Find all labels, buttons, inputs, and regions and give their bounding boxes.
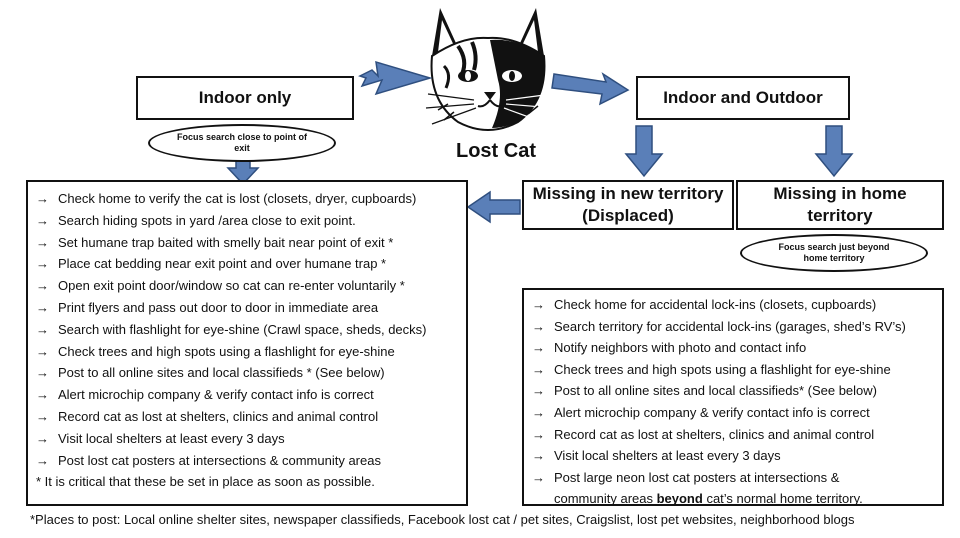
arrow-bullet-icon: → <box>36 234 49 250</box>
arrow-to-indoor-outdoor-icon <box>551 72 630 106</box>
list-item: →Record cat as lost at shelters, clinics… <box>532 424 934 446</box>
missing-home-box: Missing in home territory <box>736 180 944 230</box>
left-checklist: →Check home to verify the cat is lost (c… <box>28 182 466 493</box>
arrow-bullet-icon: → <box>532 426 545 442</box>
list-item: →Notify neighbors with photo and contact… <box>532 337 934 359</box>
arrow-bullet-icon: → <box>36 212 49 228</box>
list-item: →Search hiding spots in yard /area close… <box>36 210 458 232</box>
list-item: →Search territory for accidental lock-in… <box>532 316 934 338</box>
missing-home-label: Missing in home territory <box>773 184 907 225</box>
list-item: →Print flyers and pass out door to door … <box>36 297 458 319</box>
focus-exit-ellipse: Focus search close to point of exit <box>148 124 336 162</box>
list-item: →Post lost cat posters at intersections … <box>36 450 458 472</box>
list-item: →Post large neon lost cat posters at int… <box>532 467 934 489</box>
indoor-outdoor-box: Indoor and Outdoor <box>636 76 850 120</box>
arrow-bullet-icon: → <box>532 383 545 399</box>
arrow-left-to-list-icon <box>466 190 521 224</box>
missing-new-label: Missing in new territory (Displaced) <box>532 184 724 225</box>
arrow-bullet-icon: → <box>36 299 49 315</box>
arrow-bullet-icon: → <box>36 278 49 294</box>
focus-exit-label: Focus search close to point of exit <box>176 132 308 153</box>
arrow-bullet-icon: → <box>532 469 545 485</box>
arrow-bullet-icon: → <box>36 321 49 337</box>
arrow-bullet-icon: → <box>36 365 49 381</box>
list-item: →Check trees and high spots using a flas… <box>532 359 934 381</box>
arrow-bullet-icon: → <box>36 408 49 424</box>
arrow-down-new-icon <box>624 125 664 178</box>
list-item: →Check trees and high spots using a flas… <box>36 341 458 363</box>
focus-home-ellipse: Focus search just beyond home territory <box>740 234 928 272</box>
list-item: →Visit local shelters at least every 3 d… <box>36 428 458 450</box>
list-item: →Record cat as lost at shelters, clinics… <box>36 406 458 428</box>
list-item: →Check home for accidental lock-ins (clo… <box>532 294 934 316</box>
list-item-continuation: community areas beyond cat’s normal home… <box>554 491 863 507</box>
arrow-bullet-icon: → <box>36 191 49 206</box>
list-item: →Alert microchip company & verify contac… <box>36 384 458 406</box>
missing-new-box: Missing in new territory (Displaced) <box>522 180 734 230</box>
arrow-bullet-icon: → <box>36 452 49 468</box>
right-checklist: →Check home for accidental lock-ins (clo… <box>524 290 942 510</box>
arrow-bullet-icon: → <box>532 318 545 334</box>
list-item: →Post to all online sites and local clas… <box>532 380 934 402</box>
list-item: →Place cat bedding near exit point and o… <box>36 253 458 275</box>
arrow-bullet-icon: → <box>532 404 545 420</box>
arrow-bullet-icon: → <box>532 340 545 356</box>
list-item: →Check home to verify the cat is lost (c… <box>36 188 458 210</box>
cat-face-icon <box>418 0 558 140</box>
arrow-bullet-icon: → <box>36 343 49 359</box>
arrow-bullet-icon: → <box>532 361 545 377</box>
indoor-only-label: Indoor only <box>198 88 292 107</box>
arrow-bullet-icon: → <box>36 256 49 272</box>
arrow-bullet-icon: → <box>532 297 545 312</box>
list-item: →Visit local shelters at least every 3 d… <box>532 445 934 467</box>
emphasis-beyond: beyond <box>656 491 703 507</box>
left-list-note: * It is critical that these be set in pl… <box>36 474 375 490</box>
list-item: →Set humane trap baited with smelly bait… <box>36 232 458 254</box>
places-to-post-footnote: *Places to post: Local online shelter si… <box>30 512 855 527</box>
indoor-outdoor-label: Indoor and Outdoor <box>663 88 823 107</box>
focus-home-label: Focus search just beyond home territory <box>778 242 890 263</box>
list-item: →Alert microchip company & verify contac… <box>532 402 934 424</box>
arrow-bullet-icon: → <box>36 387 49 403</box>
list-item: →Post to all online sites and local clas… <box>36 362 458 384</box>
arrow-down-home-icon <box>814 125 854 178</box>
arrow-bullet-icon: → <box>36 430 49 446</box>
left-checklist-box: →Check home to verify the cat is lost (c… <box>26 180 468 506</box>
center-label: Lost Cat <box>456 140 536 162</box>
indoor-only-box: Indoor only <box>136 76 354 120</box>
right-checklist-box: →Check home for accidental lock-ins (clo… <box>522 288 944 506</box>
arrow-to-indoor-only-icon <box>358 60 433 96</box>
list-item: →Open exit point door/window so cat can … <box>36 275 458 297</box>
list-item: →Search with flashlight for eye-shine (C… <box>36 319 458 341</box>
cat-face-illustration <box>418 0 558 140</box>
arrow-bullet-icon: → <box>532 448 545 464</box>
